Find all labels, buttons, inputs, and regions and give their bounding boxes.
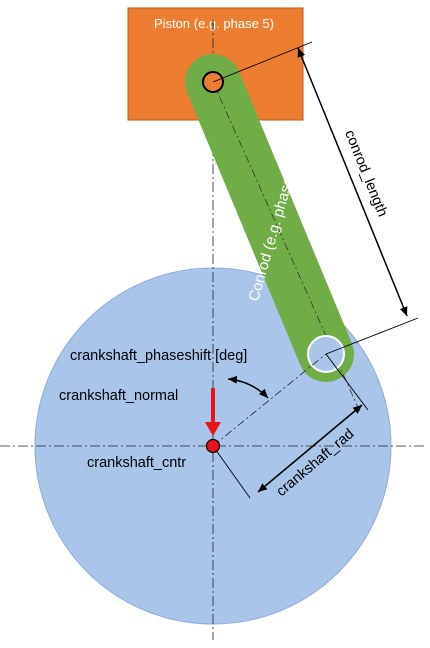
center-label: crankshaft_cntr [87,455,186,471]
crankshaft-center-dot [205,438,221,454]
normal-label: crankshaft_normal [59,388,178,404]
phaseshift-label: crankshaft_phaseshift [deg] [70,348,247,364]
piston-label: Piston (e.g. phase 5) [154,16,274,31]
phaseshift-angle-arc [227,375,269,399]
dimension-line [297,47,408,317]
dimension-line [257,404,363,493]
crankshaft-normal-arrow [205,388,221,436]
normal-arrow-head [205,422,221,436]
extension-line [325,353,369,411]
conrod-centerline [212,81,361,413]
extension-line [212,445,251,499]
extension-line [325,317,419,355]
extension-line [212,41,313,83]
